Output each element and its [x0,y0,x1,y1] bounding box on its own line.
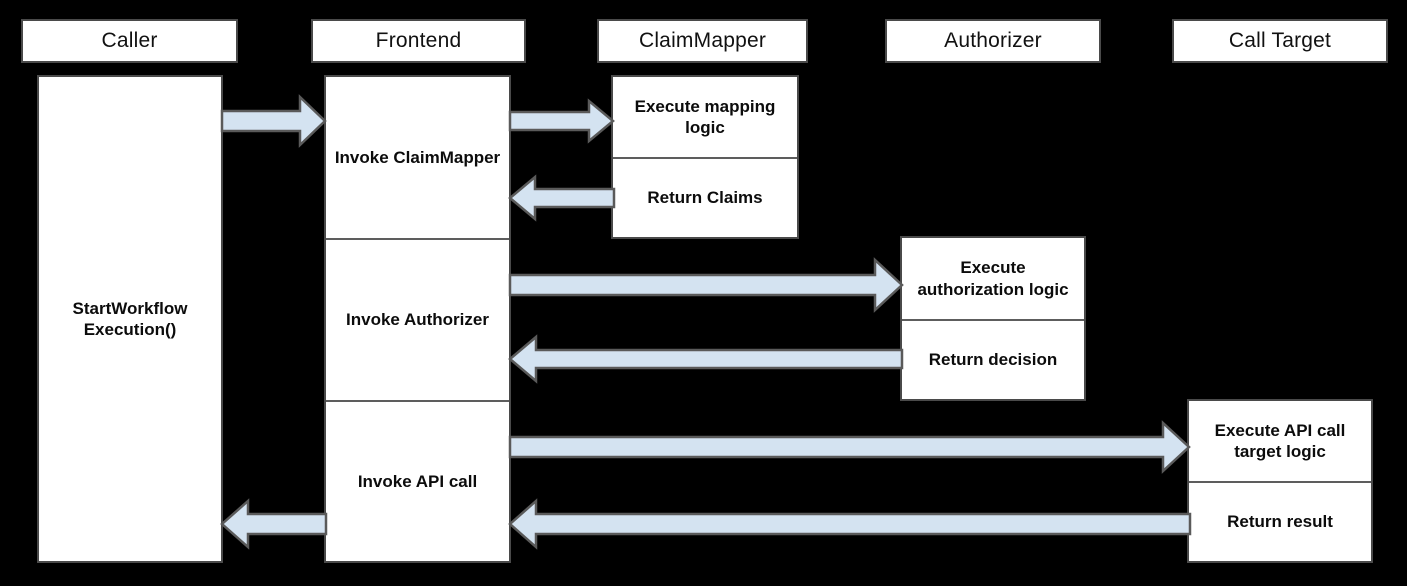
activation-calltarget[interactable]: Execute API call target logic Return res… [1187,399,1373,563]
activation-caller-segment-start-workflow: StartWorkflow Execution() [72,298,188,339]
activation-claimmapper-segment-execute-mapping-logic: Execute mapping logic [634,96,776,137]
message-arrow-calltarget-to-frontend[interactable] [508,498,1192,550]
activation-calltarget-segment-return-result: Return result [1189,481,1371,561]
message-arrow-frontend-to-authorizer[interactable] [508,257,904,313]
activation-claimmapper[interactable]: Execute mapping logic Return Claims [611,75,799,239]
activation-calltarget-segment-execute-api-call-target-logic: Execute API call target logic [1214,420,1346,461]
message-arrow-frontend-to-calltarget[interactable] [508,420,1191,474]
activation-frontend-segment-invoke-authorizer: Invoke Authorizer [326,238,509,400]
activation-authorizer[interactable]: Execute authorization logic Return decis… [900,236,1086,401]
message-arrow-claimmapper-to-frontend[interactable] [508,174,616,222]
lifeline-header-caller[interactable]: Caller [21,19,238,63]
lifeline-header-claimmapper[interactable]: ClaimMapper [597,19,808,63]
lifeline-header-frontend[interactable]: Frontend [311,19,526,63]
lifeline-header-claimmapper-label: ClaimMapper [638,29,767,52]
activation-frontend-segment-invoke-claimmapper: Invoke ClaimMapper [334,147,501,167]
lifeline-header-frontend-label: Frontend [375,29,462,52]
lifeline-header-calltarget[interactable]: Call Target [1172,19,1388,63]
activation-claimmapper-segment-return-claims: Return Claims [613,157,797,237]
lifeline-header-authorizer-label: Authorizer [944,29,1042,52]
activation-frontend[interactable]: Invoke ClaimMapper Invoke Authorizer Inv… [324,75,511,563]
activation-authorizer-segment-return-decision: Return decision [902,319,1084,399]
lifeline-header-authorizer[interactable]: Authorizer [885,19,1101,63]
activation-authorizer-segment-execute-authorization-logic: Execute authorization logic [917,258,1069,299]
lifeline-header-caller-label: Caller [101,29,158,52]
message-arrow-frontend-to-caller[interactable] [220,498,328,550]
message-arrow-frontend-to-claimmapper[interactable] [508,98,615,144]
lifeline-header-calltarget-label: Call Target [1228,29,1332,52]
activation-caller[interactable]: StartWorkflow Execution() [37,75,223,563]
activation-frontend-segment-invoke-api-call: Invoke API call [326,400,509,561]
message-arrow-authorizer-to-frontend[interactable] [508,334,904,384]
message-arrow-caller-to-frontend[interactable] [220,94,327,148]
